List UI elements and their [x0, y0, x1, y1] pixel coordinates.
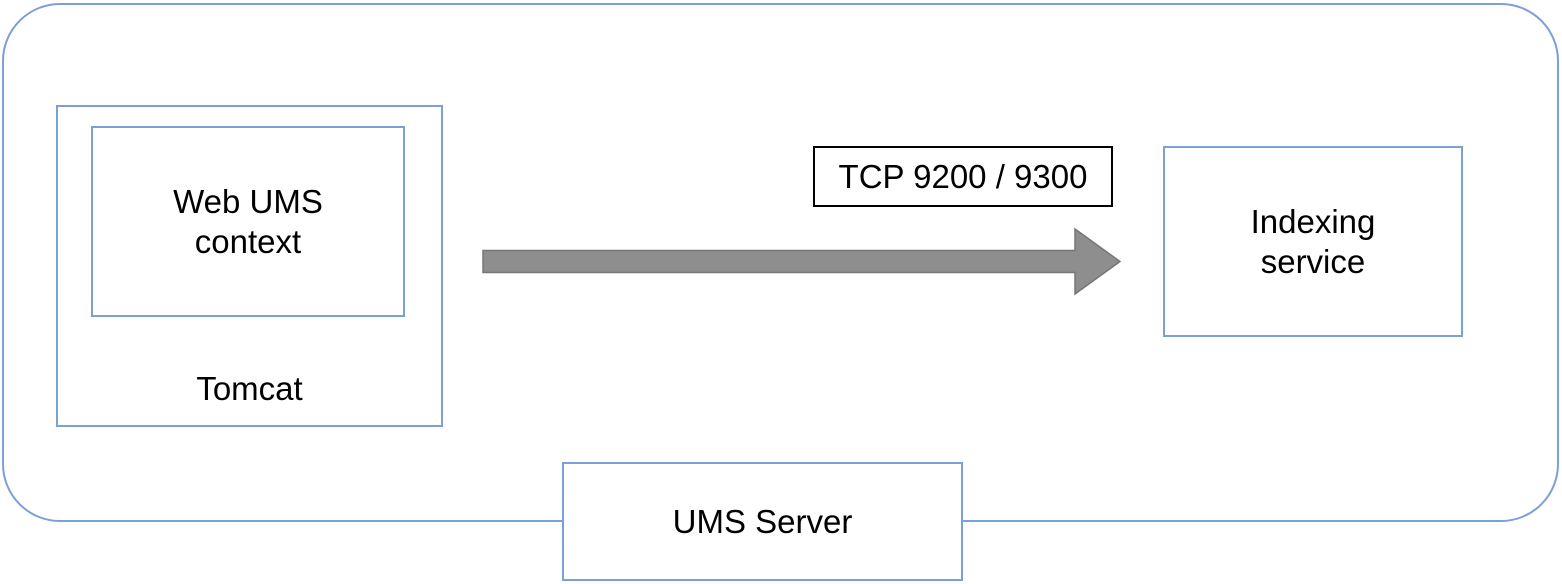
indexing-service-node: Indexing service: [1163, 146, 1463, 337]
tomcat-node: Web UMS context Tomcat: [56, 105, 443, 427]
tcp-port-label: TCP 9200 / 9300: [838, 157, 1088, 195]
web-ums-context-node: Web UMS context: [91, 126, 405, 317]
web-ums-context-label: Web UMS context: [173, 182, 323, 260]
ums-server-label: UMS Server: [672, 502, 853, 540]
ums-server-label-box: UMS Server: [562, 462, 963, 581]
tomcat-label: Tomcat: [196, 370, 303, 407]
tcp-port-label-box: TCP 9200 / 9300: [813, 146, 1113, 207]
indexing-service-label: Indexing service: [1250, 202, 1376, 280]
